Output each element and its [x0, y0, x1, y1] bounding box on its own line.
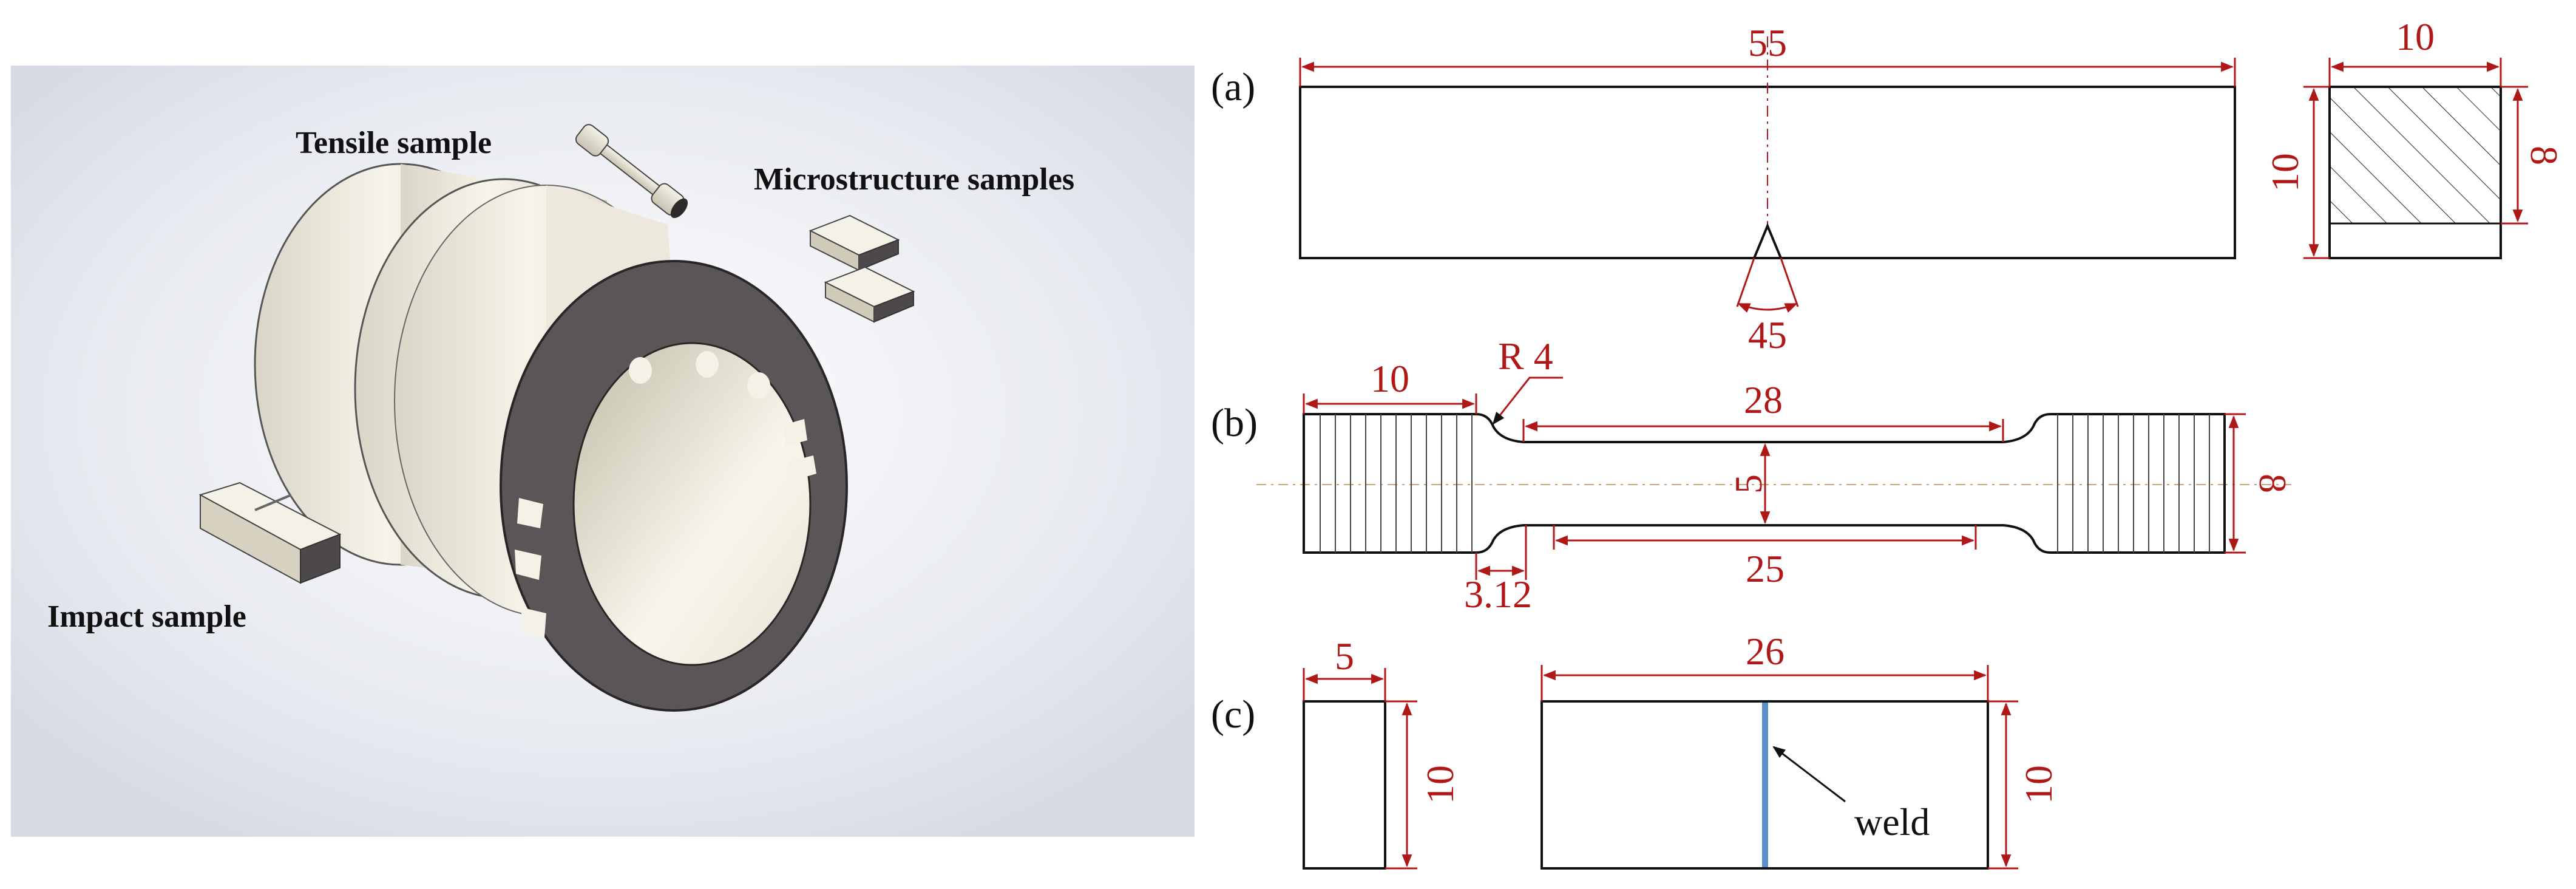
weld-arrow [1772, 746, 1846, 803]
grip-width-dimension: 8 [2251, 474, 2294, 493]
ring-slot [521, 607, 546, 638]
pipe-end-face [500, 260, 848, 712]
right-grip-hatch [2057, 414, 2210, 553]
tensile-sample-label: Tensile sample [296, 126, 492, 160]
specimen-height-dimension: 10 [2017, 765, 2060, 804]
ligament-dimension: 8 [2523, 146, 2566, 165]
ring-slot [783, 419, 807, 446]
radius-leader [1492, 376, 1563, 425]
side-block-outline [1303, 700, 1386, 870]
ring-slot [515, 550, 541, 580]
radius-dimension: R 4 [1498, 335, 1553, 378]
ring-slot [517, 498, 543, 528]
ring-hole [629, 357, 652, 384]
panel-a-tag: (a) [1211, 65, 1255, 109]
parallel-length-dimension: 28 [1744, 378, 1783, 421]
impact-sample-3d [198, 482, 342, 584]
left-grip-hatch [1320, 414, 1473, 553]
notch-angle-arc [1737, 302, 1798, 313]
pipe-bore [572, 342, 812, 666]
length-dimension: 55 [1748, 21, 1787, 64]
offset-dimension: 3.12 [1464, 573, 1532, 616]
section-width-dimension: 10 [2396, 15, 2435, 58]
microstructure-samples-3d [808, 214, 915, 323]
cross-section-hatch [2328, 86, 2502, 225]
microstructure-samples-label: Microstructure samples [754, 162, 1074, 197]
panel-c-tag: (c) [1211, 692, 1255, 737]
grip-length-dimension: 10 [1371, 357, 1409, 400]
ring-slot [789, 455, 816, 481]
section-height-dimension: 10 [2263, 153, 2307, 192]
pipe-3d-illustration: Tensile sample Microstructure samples Im… [11, 66, 1195, 837]
tensile-sample-3d [575, 124, 688, 219]
ring-hole [696, 351, 719, 378]
width-dimension: 5 [1727, 474, 1770, 494]
side-height-dimension: 10 [1418, 765, 1462, 804]
weld-label: weld [1854, 800, 1930, 843]
panel-b-tensile-drawing: (b) 10 R 4 28 [1211, 335, 2294, 616]
weld-specimen-outline [1541, 700, 1989, 870]
impact-sample-label: Impact sample [47, 599, 246, 634]
panel-a-impact-drawing: (a) 55 45 10 10 8 [1211, 15, 2566, 356]
gauge-length-dimension: 25 [1746, 547, 1785, 590]
specimen-length-dimension: 26 [1746, 630, 1785, 673]
v-notch [1752, 222, 1783, 259]
notch-angle-dimension: 45 [1748, 313, 1787, 356]
panel-b-tag: (b) [1211, 401, 1258, 445]
side-width-dimension: 5 [1335, 635, 1354, 678]
panel-c-microstructure-drawing: (c) 5 10 26 10 weld [1211, 630, 2060, 870]
ring-hole [747, 372, 770, 399]
